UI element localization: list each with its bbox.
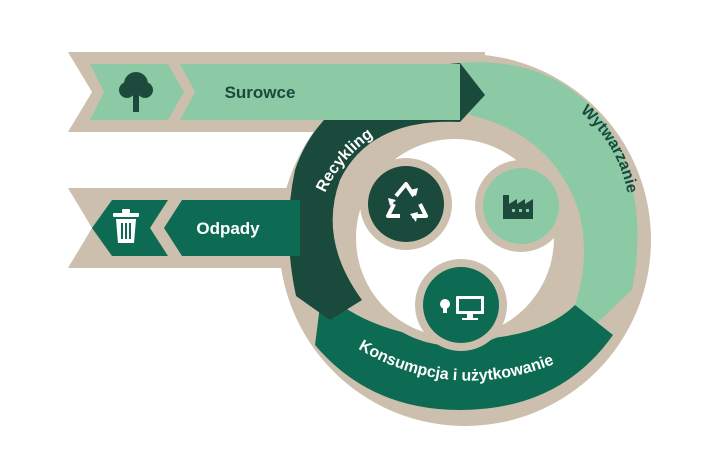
production-arc (458, 62, 638, 326)
tree-icon (119, 72, 153, 112)
monitor-icon (456, 296, 484, 320)
recycling-node (360, 158, 452, 250)
trash-can-icon (113, 209, 139, 243)
waste-label: Odpady (196, 219, 260, 238)
recycle-icon (386, 182, 428, 222)
raw-materials-band (90, 64, 460, 120)
factory-icon (503, 195, 533, 219)
light-bulb-icon (440, 299, 450, 313)
recycling-arc (288, 63, 485, 320)
raw-materials-label: Surowce (225, 83, 296, 102)
